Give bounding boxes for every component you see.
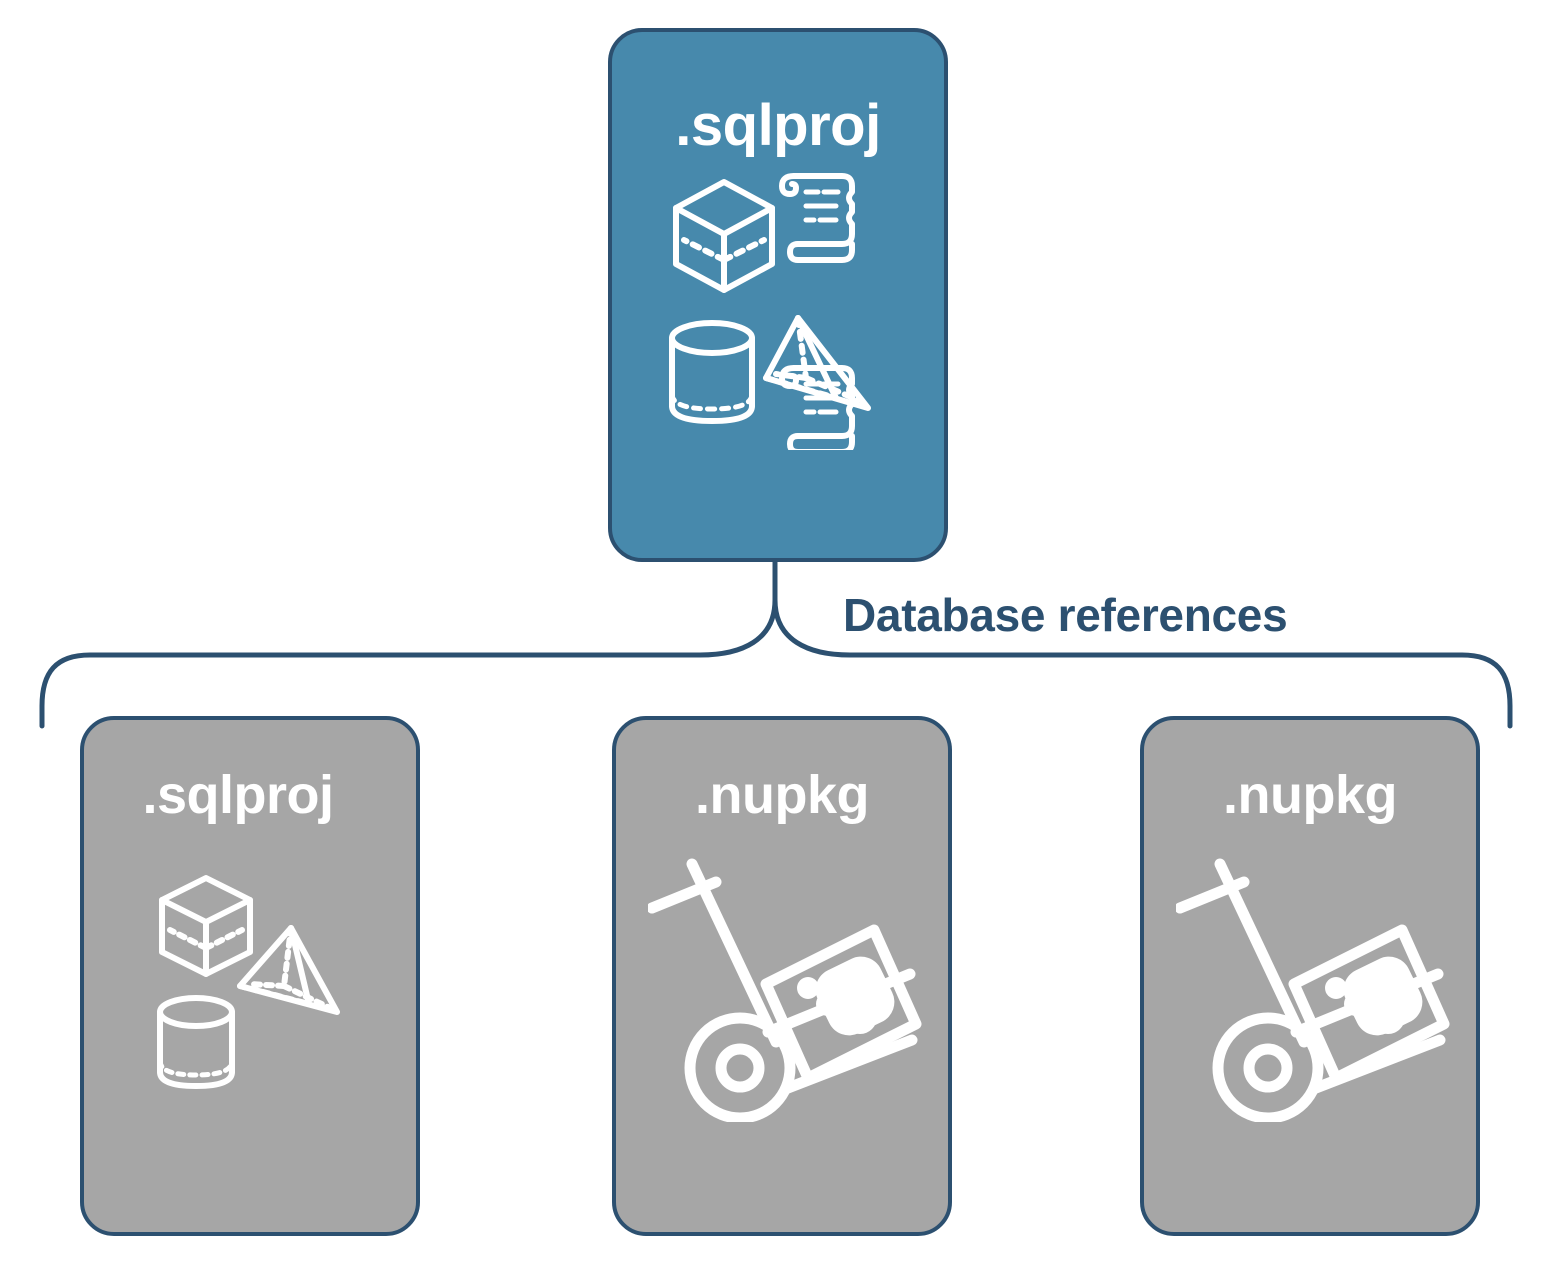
child-0-icon-group bbox=[144, 860, 374, 1100]
cube-icon bbox=[673, 179, 775, 293]
cylinder-icon bbox=[157, 995, 235, 1089]
scroll-icon bbox=[779, 365, 855, 455]
pyramid-icon bbox=[763, 315, 871, 411]
node-child-2-label: .nupkg bbox=[1223, 765, 1397, 825]
node-sqlproj-root[interactable]: .sqlproj bbox=[608, 28, 948, 562]
child-2-icon-group bbox=[1174, 852, 1456, 1124]
node-sqlproj-child[interactable]: .sqlproj bbox=[80, 716, 420, 1236]
cube-icon bbox=[159, 875, 253, 977]
hand-truck-package-icon bbox=[1174, 858, 1450, 1124]
child-1-icon-group bbox=[646, 852, 928, 1124]
node-nupkg-2[interactable]: .nupkg bbox=[1140, 716, 1480, 1236]
node-child-0-label: .sqlproj bbox=[142, 765, 334, 825]
hand-truck-package-icon bbox=[646, 858, 922, 1124]
pyramid-icon bbox=[237, 925, 340, 1015]
root-icon-group bbox=[646, 160, 916, 455]
node-root-label: .sqlproj bbox=[675, 93, 881, 158]
node-nupkg-1[interactable]: .nupkg bbox=[612, 716, 952, 1236]
cylinder-icon bbox=[669, 320, 755, 424]
node-child-1-label: .nupkg bbox=[695, 765, 869, 825]
brace-left-arm bbox=[39, 559, 778, 729]
brace-label: Database references bbox=[843, 589, 1288, 641]
scroll-icon bbox=[779, 173, 855, 263]
